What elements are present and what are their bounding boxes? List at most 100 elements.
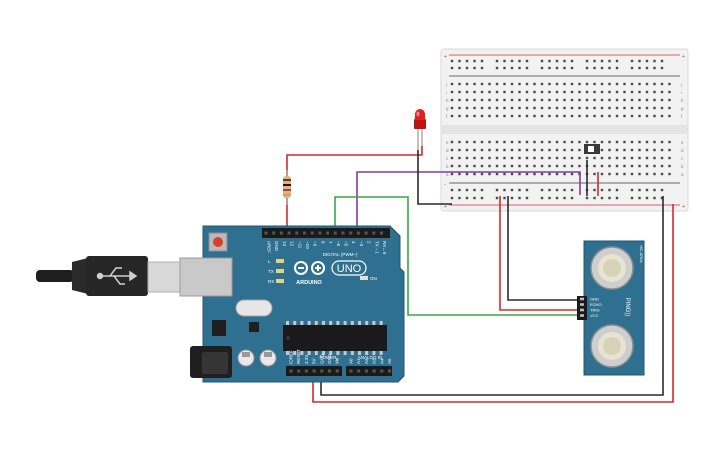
breadboard-hole[interactable] <box>623 114 626 118</box>
breadboard-hole[interactable] <box>450 66 454 70</box>
breadboard-hole[interactable] <box>608 156 611 160</box>
breadboard-hole[interactable] <box>653 148 656 152</box>
breadboard-hole[interactable] <box>480 196 484 200</box>
breadboard-hole[interactable] <box>570 114 574 118</box>
breadboard-hole[interactable] <box>465 98 469 102</box>
breadboard-hole[interactable] <box>495 196 499 200</box>
breadboard-hole[interactable] <box>525 140 529 144</box>
breadboard-hole[interactable] <box>488 98 491 102</box>
breadboard-hole[interactable] <box>465 196 469 200</box>
breadboard-hole[interactable] <box>600 98 604 102</box>
analog-pin[interactable] <box>349 369 353 373</box>
breadboard-hole[interactable] <box>600 172 604 176</box>
breadboard-hole[interactable] <box>578 98 581 102</box>
breadboard-hole[interactable] <box>458 172 461 176</box>
wire-red-5v[interactable] <box>312 204 674 403</box>
breadboard-hole[interactable] <box>653 59 656 63</box>
breadboard-hole[interactable] <box>495 188 499 192</box>
breadboard-hole[interactable] <box>593 59 596 63</box>
breadboard-hole[interactable] <box>578 164 581 168</box>
breadboard-hole[interactable] <box>615 156 619 160</box>
breadboard-hole[interactable] <box>480 82 484 86</box>
breadboard-hole[interactable] <box>510 172 514 176</box>
header-pin[interactable] <box>326 231 330 235</box>
breadboard-hole[interactable] <box>473 196 476 200</box>
breadboard-hole[interactable] <box>450 140 454 144</box>
breadboard-hole[interactable] <box>645 114 649 118</box>
breadboard-hole[interactable] <box>555 188 559 192</box>
breadboard-hole[interactable] <box>540 114 544 118</box>
analog-pin[interactable] <box>357 369 361 373</box>
breadboard-hole[interactable] <box>510 90 514 94</box>
breadboard-hole[interactable] <box>645 59 649 63</box>
breadboard-hole[interactable] <box>465 156 469 160</box>
breadboard-hole[interactable] <box>525 156 529 160</box>
breadboard-hole[interactable] <box>518 156 521 160</box>
breadboard-hole[interactable] <box>615 82 619 86</box>
breadboard-hole[interactable] <box>645 196 649 200</box>
breadboard-hole[interactable] <box>503 98 506 102</box>
breadboard-hole[interactable] <box>473 172 476 176</box>
breadboard-hole[interactable] <box>540 196 544 200</box>
breadboard-hole[interactable] <box>660 66 664 70</box>
breadboard-hole[interactable] <box>623 82 626 86</box>
breadboard-hole[interactable] <box>653 90 656 94</box>
breadboard-hole[interactable] <box>608 59 611 63</box>
breadboard-hole[interactable] <box>525 172 529 176</box>
breadboard-hole[interactable] <box>555 90 559 94</box>
breadboard-hole[interactable] <box>473 66 476 70</box>
breadboard-hole[interactable] <box>503 188 506 192</box>
breadboard-hole[interactable] <box>540 82 544 86</box>
breadboard-hole[interactable] <box>458 90 461 94</box>
breadboard-hole[interactable] <box>473 59 476 63</box>
breadboard-hole[interactable] <box>653 114 656 118</box>
breadboard-hole[interactable] <box>450 188 454 192</box>
breadboard-hole[interactable] <box>660 196 664 200</box>
breadboard-hole[interactable] <box>555 148 559 152</box>
breadboard-hole[interactable] <box>450 98 454 102</box>
breadboard-hole[interactable] <box>660 188 664 192</box>
power-pin[interactable] <box>328 369 331 373</box>
breadboard-hole[interactable] <box>608 82 611 86</box>
breadboard-hole[interactable] <box>563 82 566 86</box>
breadboard-hole[interactable] <box>540 164 544 168</box>
breadboard-hole[interactable] <box>533 106 536 110</box>
breadboard-hole[interactable] <box>510 98 514 102</box>
breadboard-hole[interactable] <box>510 82 514 86</box>
breadboard-hole[interactable] <box>510 140 514 144</box>
breadboard-hole[interactable] <box>630 106 634 110</box>
breadboard-hole[interactable] <box>638 82 641 86</box>
breadboard-hole[interactable] <box>630 66 634 70</box>
breadboard-hole[interactable] <box>653 140 656 144</box>
breadboard-hole[interactable] <box>473 188 476 192</box>
breadboard-hole[interactable] <box>533 148 536 152</box>
wire-red-led[interactable] <box>286 146 423 236</box>
breadboard-hole[interactable] <box>615 114 619 118</box>
breadboard-hole[interactable] <box>593 188 596 192</box>
breadboard-hole[interactable] <box>510 196 514 200</box>
breadboard-hole[interactable] <box>488 106 491 110</box>
breadboard-hole[interactable] <box>630 114 634 118</box>
breadboard-hole[interactable] <box>630 172 634 176</box>
breadboard-hole[interactable] <box>495 106 499 110</box>
breadboard-hole[interactable] <box>525 196 529 200</box>
breadboard-hole[interactable] <box>570 196 574 200</box>
breadboard-hole[interactable] <box>600 59 604 63</box>
breadboard-hole[interactable] <box>548 90 551 94</box>
breadboard-hole[interactable] <box>450 106 454 110</box>
header-pin[interactable] <box>303 231 306 235</box>
breadboard-hole[interactable] <box>488 172 491 176</box>
breadboard-hole[interactable] <box>600 188 604 192</box>
sensor-pin[interactable] <box>580 308 584 312</box>
power-pin[interactable] <box>289 369 293 373</box>
breadboard-hole[interactable] <box>653 164 656 168</box>
breadboard-hole[interactable] <box>525 106 529 110</box>
breadboard-hole[interactable] <box>540 172 544 176</box>
breadboard-hole[interactable] <box>548 156 551 160</box>
breadboard-hole[interactable] <box>660 82 664 86</box>
breadboard-hole[interactable] <box>660 156 664 160</box>
breadboard-hole[interactable] <box>488 148 491 152</box>
breadboard-hole[interactable] <box>503 66 506 70</box>
breadboard-hole[interactable] <box>570 164 574 168</box>
breadboard-hole[interactable] <box>608 90 611 94</box>
